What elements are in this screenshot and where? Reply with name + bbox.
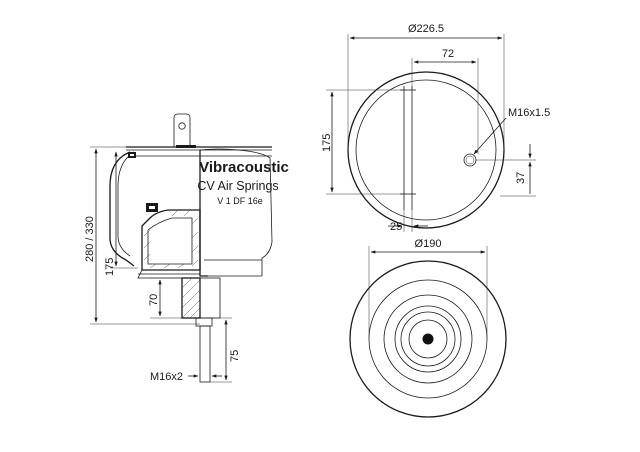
brand-name: Vibracoustic — [199, 159, 289, 176]
dim-diameter-top: Ø226.5 — [347, 23, 505, 150]
dim-stud-75-label: 75 — [229, 350, 241, 362]
bellow-contour — [109, 148, 273, 277]
side-view: Vibracoustic CV Air Springs V 1 DF 16e 2… — [84, 113, 289, 383]
dim-25: 25 — [388, 210, 428, 233]
mounting-bracket — [173, 113, 191, 147]
dim-diameter-bottom: Ø190 — [368, 238, 488, 339]
product-line: CV Air Springs — [197, 179, 278, 193]
top-plate — [126, 145, 272, 151]
dim-piston-70: 70 — [148, 277, 182, 319]
dim-height-175: 175 — [321, 89, 404, 195]
dim-piston-70-label: 70 — [148, 294, 160, 306]
part-number: V 1 DF 16e — [217, 196, 263, 206]
dim-height-175-label: 175 — [321, 134, 333, 152]
bottom-view: Ø190 — [349, 238, 507, 418]
dim-diameter-bottom-label: Ø190 — [415, 238, 442, 250]
dim-thread-bottom-label: M16x2 — [150, 371, 183, 383]
dim-stud-75: 75 — [210, 317, 241, 383]
base-post — [181, 277, 221, 383]
dim-offset-72: 72 — [411, 48, 479, 154]
piston-section — [128, 152, 201, 279]
dim-25-label: 25 — [390, 221, 402, 233]
dim-37: 37 — [476, 144, 536, 197]
dim-bellow-height-label: 175 — [104, 258, 116, 276]
dim-diameter-top-label: Ø226.5 — [408, 23, 444, 35]
dim-bellow-height: 175 — [104, 151, 138, 276]
bottom-outer-circle — [349, 260, 507, 418]
top-plate-inner-circle — [355, 79, 497, 221]
top-plate-outer-circle — [347, 71, 505, 229]
dim-thread-top: M16x1.5 — [473, 107, 550, 155]
dim-offset-72-label: 72 — [442, 48, 454, 60]
dim-37-label: 37 — [515, 172, 527, 184]
dim-thread-bottom: M16x2 — [150, 371, 222, 383]
dim-overall-height: 280 / 330 — [84, 146, 200, 325]
top-view: Ø226.5 72 175 M16x1.5 37 — [321, 23, 550, 233]
dim-overall-height-label: 280 / 330 — [84, 216, 96, 262]
center-stud — [422, 333, 434, 345]
dim-thread-top-label: M16x1.5 — [508, 107, 550, 119]
